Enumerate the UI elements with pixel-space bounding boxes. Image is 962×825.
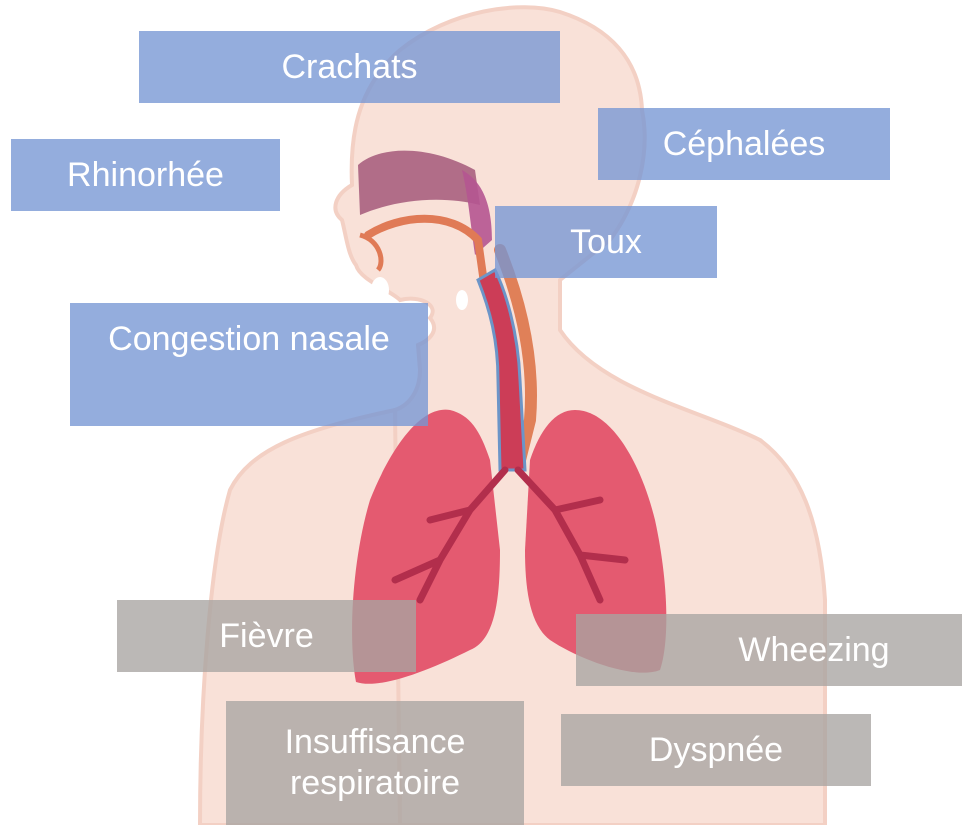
symptom-text: Toux: [570, 222, 642, 263]
symptom-label-congestion-nasale: Congestion nasale: [70, 303, 428, 426]
symptom-label-insuffisance-respiratoire: Insuffisance respiratoire: [226, 701, 524, 825]
symptom-text: Fièvre: [219, 616, 313, 657]
symptom-text: Dyspnée: [649, 730, 783, 771]
symptom-text-line-2: respiratoire: [290, 763, 460, 804]
symptom-text: Céphalées: [663, 124, 826, 165]
throat-drop: [456, 290, 468, 310]
symptom-label-wheezing: Wheezing: [576, 614, 962, 686]
symptom-label-cephalees: Céphalées: [598, 108, 890, 180]
symptom-text: Wheezing: [738, 630, 889, 671]
symptom-label-crachats: Crachats: [139, 31, 560, 103]
symptom-label-rhinorrhee: Rhinorhée: [11, 139, 280, 211]
symptom-text: Rhinorhée: [67, 155, 224, 196]
symptom-text-line-1: Insuffisance: [285, 722, 466, 763]
symptom-text: Crachats: [281, 47, 417, 88]
symptom-label-fievre: Fièvre: [117, 600, 416, 672]
symptom-label-dyspnee: Dyspnée: [561, 714, 871, 786]
symptom-label-toux: Toux: [495, 206, 717, 278]
mucus-drop: [371, 277, 389, 303]
symptom-text: Congestion nasale: [108, 319, 390, 360]
